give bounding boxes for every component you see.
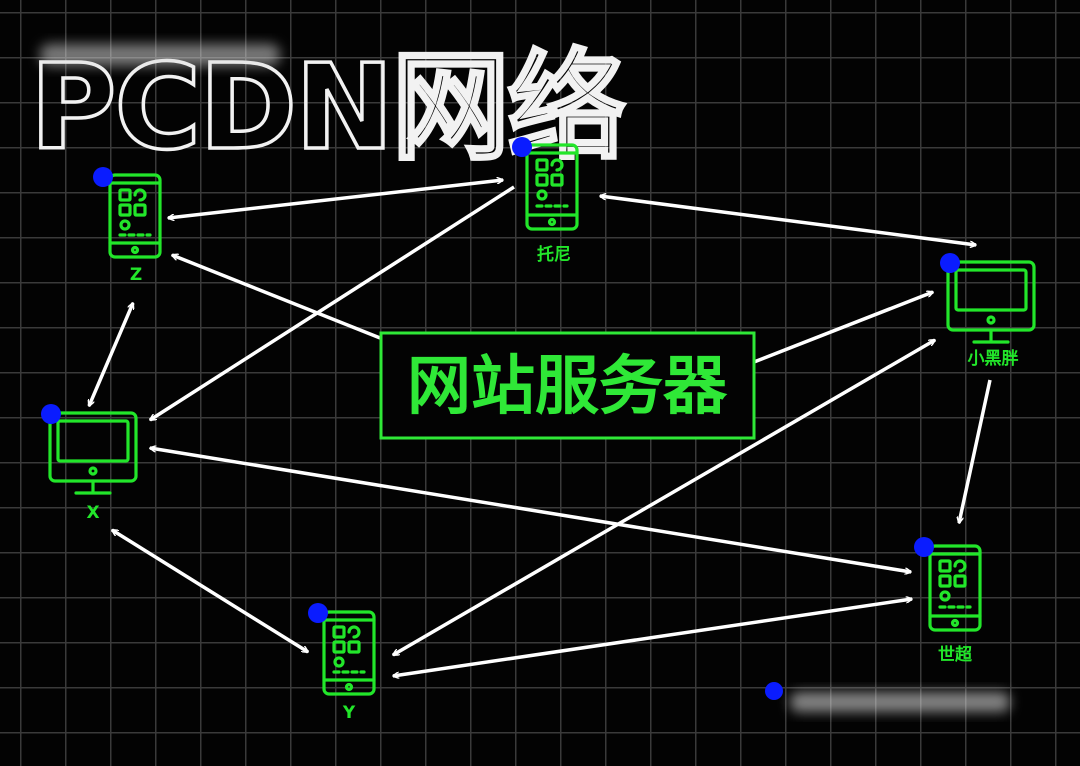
smartphone-icon xyxy=(108,173,162,259)
node-y: Y xyxy=(308,603,376,723)
node-label-xiaoheipang: 小黑胖 xyxy=(968,348,1019,369)
server-box xyxy=(379,331,756,440)
edge-server-xiaoheipang xyxy=(753,292,933,364)
smartphone-icon xyxy=(928,544,982,632)
desktop-monitor-icon xyxy=(48,411,138,495)
blue-dot-icon xyxy=(93,167,113,187)
edge-x-y xyxy=(112,528,308,654)
node-x: X xyxy=(41,404,138,523)
node-label-z: Z xyxy=(130,265,142,285)
edge-x-shichao xyxy=(150,448,911,572)
node-label-x: X xyxy=(86,503,99,523)
server-node: 网站服务器 xyxy=(379,331,756,440)
blue-dot-icon xyxy=(308,603,328,623)
edges-layer xyxy=(87,180,992,676)
blue-dot-icon xyxy=(512,137,532,157)
smartphone-icon xyxy=(322,610,376,696)
edge-z-x xyxy=(87,303,135,406)
desktop-monitor-icon xyxy=(946,260,1036,344)
blue-dot-icon xyxy=(765,682,783,700)
node-label-y: Y xyxy=(342,703,356,723)
blue-dot-icon xyxy=(940,253,960,273)
edge-y-shichao xyxy=(393,599,912,676)
node-shichao: 世超 xyxy=(914,537,982,665)
node-tony: 托尼 xyxy=(512,137,579,265)
edge-server-z xyxy=(172,253,386,342)
edge-tony-xiaoheipang xyxy=(600,196,976,245)
smartphone-icon xyxy=(525,143,579,231)
node-xiaoheipang: 小黑胖 xyxy=(940,253,1036,369)
blue-dot-icon xyxy=(41,404,61,424)
edge-tony-x xyxy=(150,185,515,422)
node-z: Z xyxy=(93,167,162,285)
edge-xiaoheipang-shichao xyxy=(959,379,992,523)
blue-dot-icon xyxy=(914,537,934,557)
edge-z-tony xyxy=(168,180,503,218)
corner-watermark xyxy=(765,682,1010,712)
node-label-tony: 托尼 xyxy=(537,244,571,265)
node-label-shichao: 世超 xyxy=(938,644,973,665)
server-label: 网站服务器 xyxy=(407,350,728,424)
title-watermark-blur xyxy=(40,44,280,66)
